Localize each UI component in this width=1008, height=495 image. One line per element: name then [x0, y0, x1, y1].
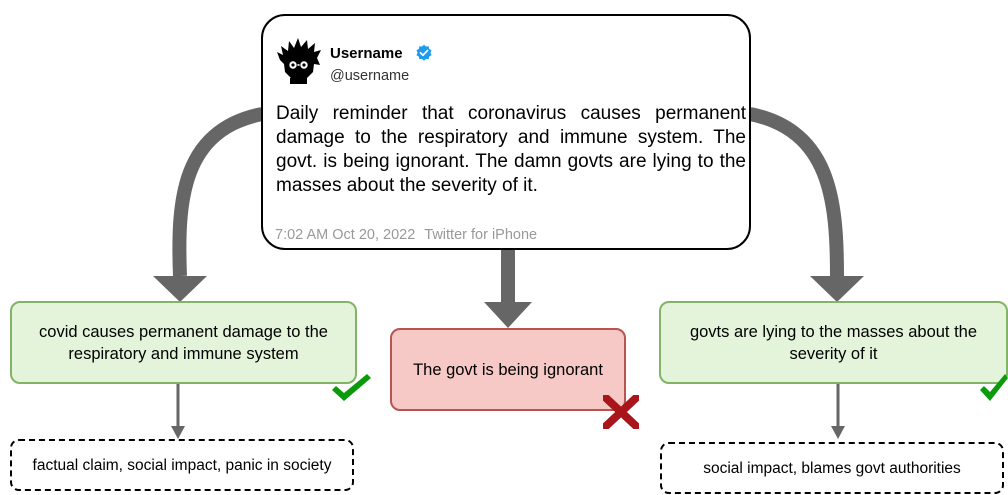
tweet-source: Twitter for iPhone [424, 227, 538, 243]
label-box-left: factual claim, social impact, panic in s… [10, 439, 354, 491]
label-box-right: social impact, blames govt authorities [660, 442, 1004, 494]
user-name: Username [330, 45, 403, 62]
tweet-text: Daily reminder that coronavirus causes p… [276, 103, 746, 196]
verified-badge-icon [416, 44, 432, 61]
arrow-tweet-to-left-claim [153, 107, 264, 302]
claim-text: The govt is being ignorant [413, 360, 603, 379]
claim-box-center: The govt is being ignorant [390, 328, 626, 411]
arrow-tweet-to-right-claim [748, 107, 864, 302]
arrow-tweet-to-center-claim [484, 250, 532, 328]
label-text: social impact, blames govt authorities [703, 459, 961, 477]
cross-icon [603, 395, 639, 429]
check-icon [332, 374, 371, 401]
label-text: factual claim, social impact, panic in s… [32, 456, 332, 474]
check-icon [980, 374, 1008, 401]
tweet-timestamp: 7:02 AM Oct 20, 2022 [275, 227, 416, 243]
avatar [277, 38, 321, 84]
arrow-left-claim-to-label [171, 384, 185, 439]
claim-box-right: govts are lying to the masses about the … [659, 301, 1008, 384]
tweet-card: Username @username Daily reminder that c… [261, 14, 751, 250]
arrow-right-claim-to-label [831, 384, 845, 439]
user-handle: @username [330, 68, 410, 84]
claim-box-left: covid causes permanent damage to the res… [10, 301, 357, 384]
claim-text: covid causes permanent damage to the res… [39, 322, 328, 363]
tweet-meta: 7:02 AM Oct 20, 2022 Twitter for iPhone [275, 227, 546, 243]
claim-text: govts are lying to the masses about the … [689, 322, 978, 363]
